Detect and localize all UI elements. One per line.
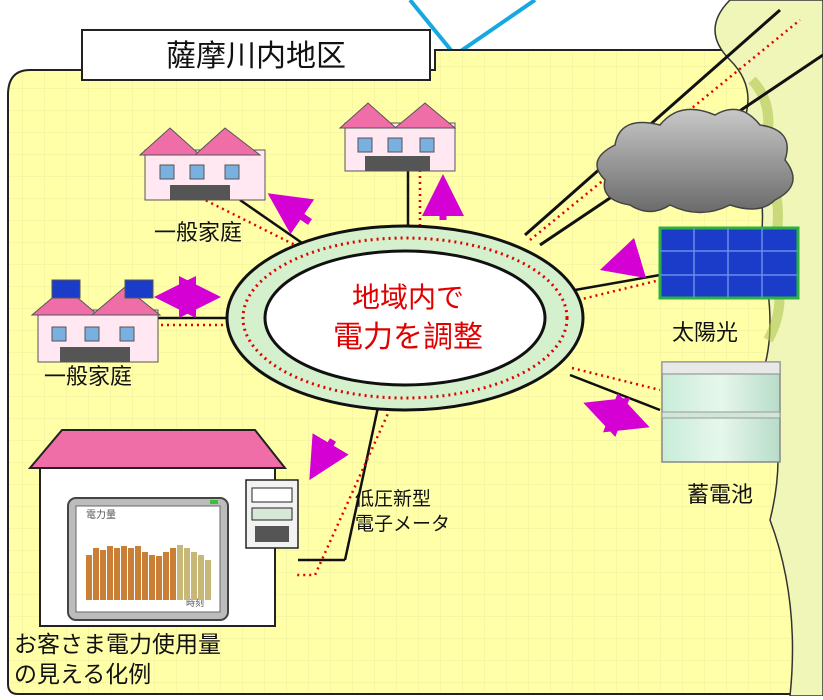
arrow-battery-right (601, 393, 650, 433)
ring-inner (263, 249, 547, 387)
screen-chart-bars (86, 545, 211, 600)
label-solar: 太陽光 (672, 321, 738, 346)
label-house-top-left: 一般家庭 (154, 221, 242, 246)
arrows (154, 174, 650, 481)
label-meter-line2: 電子メータ (355, 513, 450, 535)
arrow-from-solar (599, 237, 647, 279)
label-display-line2: の見える化例 (14, 662, 151, 688)
title-text: 薩摩川内地区 (166, 39, 346, 74)
smart-meter-icon (245, 479, 299, 549)
battery-icon (661, 361, 781, 463)
ring-dotted (241, 236, 569, 400)
center-label-line1: 地域内で (352, 281, 464, 314)
label-battery: 蓄電池 (687, 483, 753, 508)
label-house-mid-left: 一般家庭 (44, 365, 132, 390)
cloud (596, 108, 794, 214)
house-icon-top-left (138, 127, 266, 201)
center-label-line2: 電力を調整 (333, 320, 483, 355)
power-line-1 (524, 8, 781, 237)
tablet-display: 電力量 時刻 (67, 497, 229, 621)
arrow-to-house-top-left (267, 193, 315, 235)
screen-chart-header: 電力量 (86, 508, 116, 521)
label-display-line1: お客さま電力使用量 (14, 632, 221, 658)
arrow-to-customer-house (309, 433, 349, 481)
title-box (81, 29, 431, 81)
label-meter-line1: 低圧新型 (355, 488, 431, 510)
house-icon-top (338, 102, 457, 172)
solar-panel-icon (658, 226, 800, 300)
house-icon-mid-left (30, 279, 162, 363)
